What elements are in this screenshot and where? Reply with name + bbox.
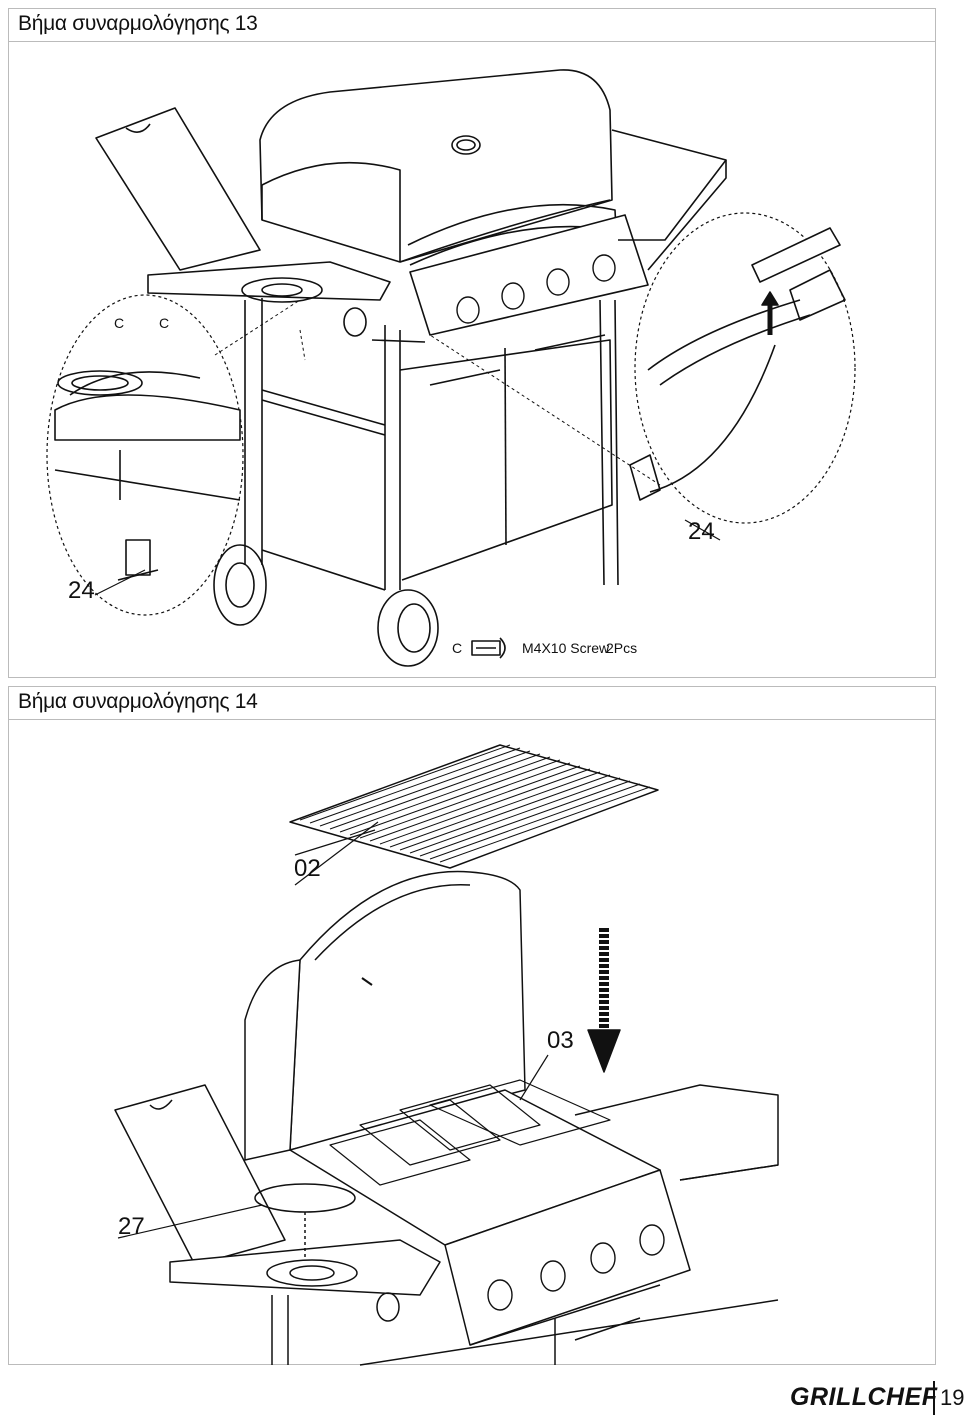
page-number: 19: [940, 1385, 964, 1410]
brand-logo: GRILLCHEF: [790, 1383, 938, 1411]
footer-divider: [933, 1381, 935, 1415]
step-14-header: Βήμα συναρμολόγησης 14: [8, 686, 936, 720]
screw-letter-c-2: C: [159, 315, 169, 331]
step-14-panel: [8, 720, 936, 1365]
step-13-callout-left: 24: [68, 577, 95, 604]
step-13-callout-right: 24: [688, 518, 715, 545]
step-13-title: Βήμα συναρμολόγησης 13: [18, 12, 258, 35]
hardware-qty: 2Pcs: [606, 640, 637, 656]
step-14-title: Βήμα συναρμολόγησης 14: [18, 690, 258, 713]
step-13-header: Βήμα συναρμολόγησης 13: [8, 8, 936, 42]
step-13-panel: [8, 42, 936, 678]
step-13-illustration: 24 24 C C C M4X10 Screw 2Pcs: [46, 69, 856, 667]
hardware-letter: C: [452, 640, 462, 656]
screw-letter-c-1: C: [114, 315, 124, 331]
hardware-name: M4X10 Screw: [522, 640, 610, 656]
